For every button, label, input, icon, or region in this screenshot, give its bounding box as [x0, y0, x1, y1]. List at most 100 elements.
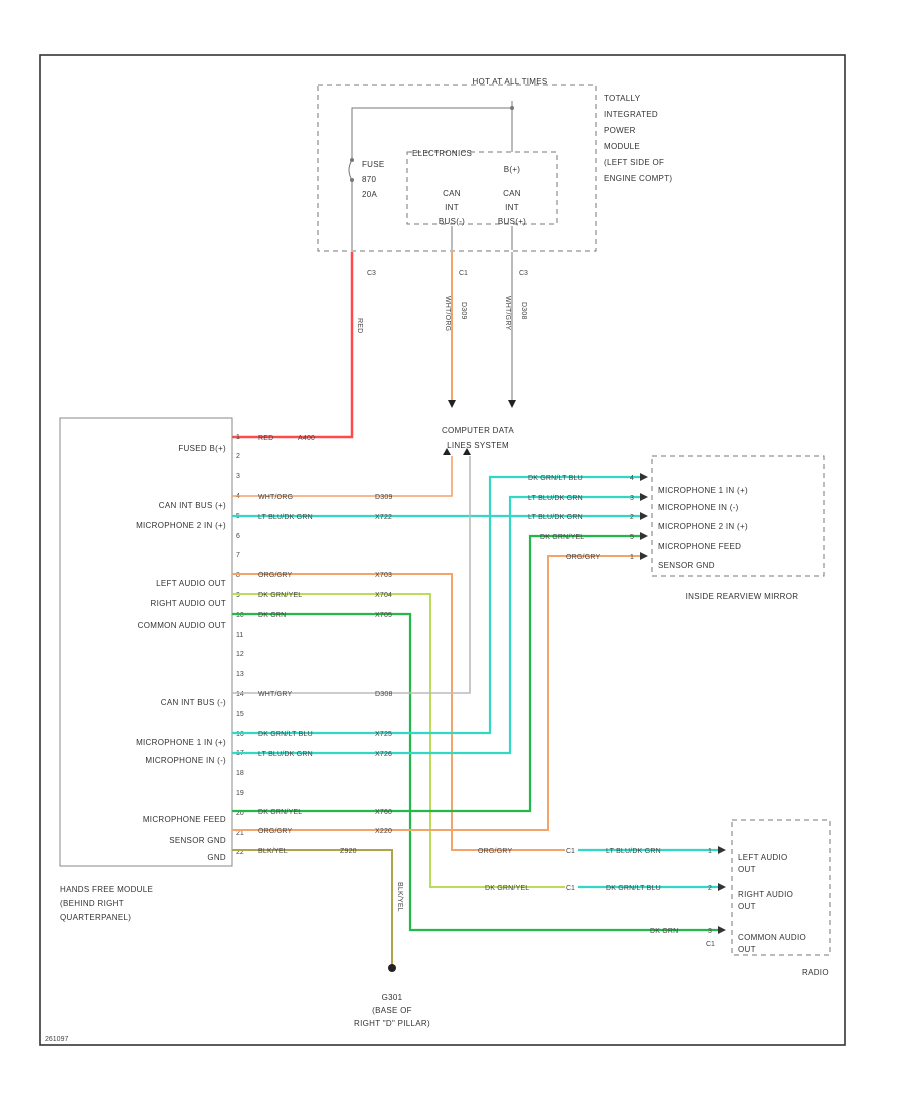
- w20-color: DK GRN/YEL: [258, 809, 302, 816]
- ground-wire-label: BLK/YEL: [396, 882, 403, 912]
- w5-code: X722: [375, 514, 392, 521]
- tipm-title-2: INTEGRATED: [604, 110, 658, 119]
- hfm-pin-14: 14: [236, 691, 244, 698]
- radio-arrow-3: [718, 926, 726, 934]
- inside-rearview-mirror: MICROPHONE 1 IN (+) MICROPHONE IN (-) MI…: [651, 455, 825, 601]
- hfm-label-can-plus: CAN INT BUS (+): [159, 501, 226, 510]
- radio-left-line1: LEFT AUDIO: [738, 853, 788, 862]
- hfm-label-mic-feed: MICROPHONE FEED: [143, 815, 226, 824]
- hfm-label-gnd: GND: [207, 853, 226, 862]
- w20-code: X760: [375, 809, 392, 816]
- radio-connector: C1: [706, 941, 715, 948]
- tipm-title-6: ENGINE COMPT): [604, 174, 672, 183]
- cds-arrow-up-2: [463, 448, 471, 455]
- electronics-label: ELECTRONICS: [412, 149, 472, 158]
- hfm-title-3: QUARTERPANEL): [60, 913, 131, 922]
- hfm-pin-12: 12: [236, 651, 244, 658]
- mirror-label-mic1: MICROPHONE 1 IN (+): [658, 486, 748, 495]
- hfm-box: [59, 417, 233, 867]
- mirror-pin-1: 4: [630, 475, 634, 482]
- hfm-pin-22: 22: [236, 849, 244, 856]
- wire-gnd: [232, 849, 393, 965]
- tipm-title-3: POWER: [604, 126, 636, 135]
- hfm-label-common-audio: COMMON AUDIO OUT: [138, 621, 226, 630]
- radio-pin-2: 2: [708, 885, 712, 892]
- ground-label-1: G301: [382, 993, 403, 1002]
- cds-label-2: LINES SYSTEM: [447, 441, 509, 450]
- w21-code: X220: [375, 828, 392, 835]
- w1-color: RED: [258, 435, 273, 442]
- radio-box: [731, 819, 831, 956]
- w8-code: X703: [375, 572, 392, 579]
- wire-label-d308: D308: [520, 302, 527, 320]
- hands-free-module: FUSED B(+) CAN INT BUS (+) MICROPHONE 2 …: [59, 417, 244, 922]
- wire-label-wht-org: WHT/ORG: [444, 296, 451, 331]
- tipm-pin-c3-a: C3: [367, 270, 376, 277]
- w4-color: WHT/ORG: [258, 494, 293, 501]
- hfm-title-1: HANDS FREE MODULE: [60, 885, 153, 894]
- hfm-label-left-audio: LEFT AUDIO OUT: [156, 579, 226, 588]
- hfm-pin-6: 6: [236, 533, 240, 540]
- wire-mic1-in: [232, 475, 640, 735]
- tipm-pin-c1: C1: [459, 270, 468, 277]
- diagram-code: 261097: [45, 1036, 68, 1043]
- hfm-pin-20: 20: [236, 810, 244, 817]
- hfm-pin-16: 16: [236, 731, 244, 738]
- bplus-label: B(+): [504, 165, 521, 174]
- ground-g301: BLK/YEL G301 (BASE OF RIGHT "D" PILLAR): [354, 882, 430, 1028]
- wire-mic-feed: [232, 534, 640, 813]
- hfm-pin-8: 8: [236, 572, 240, 579]
- ground-label-3: RIGHT "D" PILLAR): [354, 1019, 430, 1028]
- hfm-pin-13: 13: [236, 671, 244, 678]
- tipm-bus-line: [351, 101, 513, 160]
- hfm-pin-18: 18: [236, 770, 244, 777]
- hfm-pin-11: 11: [236, 632, 243, 639]
- hfm-label-can-minus: CAN INT BUS (-): [161, 698, 226, 707]
- can-left-line1: CAN: [443, 189, 461, 198]
- mirror-label-mic-minus: MICROPHONE IN (-): [658, 503, 739, 512]
- tipm-pin-c3-b: C3: [519, 270, 528, 277]
- radio-wire-3: DK GRN: [650, 928, 678, 935]
- hfm-label-mic2: MICROPHONE 2 IN (+): [136, 521, 226, 530]
- mirror-wire-5: ORG/GRY: [566, 554, 600, 561]
- mirror-label-sensor-gnd: SENSOR GND: [658, 561, 715, 570]
- radio-splice-pin-2: C1: [566, 885, 575, 892]
- cds-arrow-left: [448, 400, 456, 408]
- radio-common-line2: OUT: [738, 945, 756, 954]
- w4-code: D309: [375, 494, 393, 501]
- fuse-rating: 20A: [362, 190, 377, 199]
- mirror-arrow-4: [640, 532, 648, 540]
- cds-arrow-right: [508, 400, 516, 408]
- wire-can-minus-hfm: [232, 456, 471, 694]
- hfm-title-2: (BEHIND RIGHT: [60, 899, 124, 908]
- mirror-arrow-5: [640, 552, 648, 560]
- radio-wire-1: LT BLU/DK GRN: [606, 848, 661, 855]
- can-right-line1: CAN: [503, 189, 521, 198]
- hfm-pin-9: 9: [236, 592, 240, 599]
- hfm-pin-15: 15: [236, 711, 244, 718]
- can-right-line3: BUS(+): [498, 217, 526, 226]
- radio-left-line2: OUT: [738, 865, 756, 874]
- hfm-label-mic1: MICROPHONE 1 IN (+): [136, 738, 226, 747]
- hfm-label-fused-bplus: FUSED B(+): [178, 444, 226, 453]
- radio-pin-1: 1: [708, 848, 712, 855]
- mirror-arrow-1: [640, 473, 648, 481]
- fuse-number: 870: [362, 175, 376, 184]
- hfm-pin-1: 1: [236, 434, 240, 441]
- radio-module: LEFT AUDIO OUT RIGHT AUDIO OUT COMMON AU…: [706, 819, 831, 977]
- mirror-arrow-3: [640, 512, 648, 520]
- wire-common-audio: [232, 612, 640, 932]
- hfm-pin-7: 7: [236, 552, 240, 559]
- hfm-pin-19: 19: [236, 790, 244, 797]
- w8-color: ORG/GRY: [258, 572, 292, 579]
- radio-arrow-2: [718, 883, 726, 891]
- mirror-box: [651, 455, 825, 577]
- wire-left-audio: [232, 573, 565, 851]
- radio-splice-label-2: DK GRN/YEL: [485, 885, 529, 892]
- w14-color: WHT/GRY: [258, 691, 292, 698]
- mirror-pin-5: 1: [630, 554, 634, 561]
- w5-color: LT BLU/DK GRN: [258, 514, 313, 521]
- w21-color: ORG/GRY: [258, 828, 292, 835]
- radio-pin-3: 3: [708, 928, 712, 935]
